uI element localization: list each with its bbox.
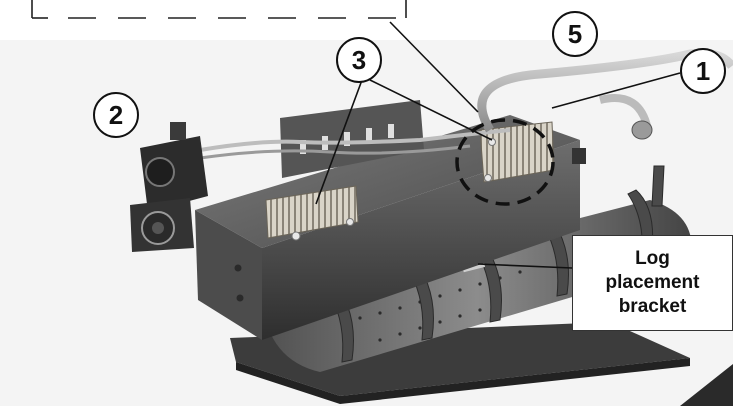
log-placement-bracket-label: Log placement bracket	[572, 235, 733, 331]
valve-knob-lower-center	[152, 222, 164, 234]
side-fitting	[572, 148, 586, 164]
dashed-bracket	[31, 0, 407, 19]
label-line-1: Log	[635, 248, 670, 269]
wiring	[199, 144, 471, 160]
ember-grill-left	[265, 185, 359, 241]
fireplace-corner	[680, 364, 733, 406]
burner-box-front	[195, 210, 262, 340]
box-screw	[234, 264, 242, 272]
hose-fitting	[631, 120, 653, 140]
valve-knob-upper	[145, 157, 175, 187]
ember-grill-right	[479, 121, 555, 183]
callout-5: 5	[552, 11, 598, 57]
baffle-plate	[280, 100, 424, 178]
callout-1: 1	[680, 48, 726, 94]
leader-lines	[315, 21, 681, 269]
burner-box-side	[262, 140, 580, 340]
label-line-2: placement	[605, 272, 700, 293]
callout-3: 3	[336, 37, 382, 83]
wiring	[199, 128, 511, 152]
highlight-dashed-circle	[455, 118, 555, 206]
label-line-3: bracket	[618, 296, 687, 317]
valve-bracket	[170, 122, 186, 140]
callout-2: 2	[93, 92, 139, 138]
box-screw	[236, 294, 244, 302]
